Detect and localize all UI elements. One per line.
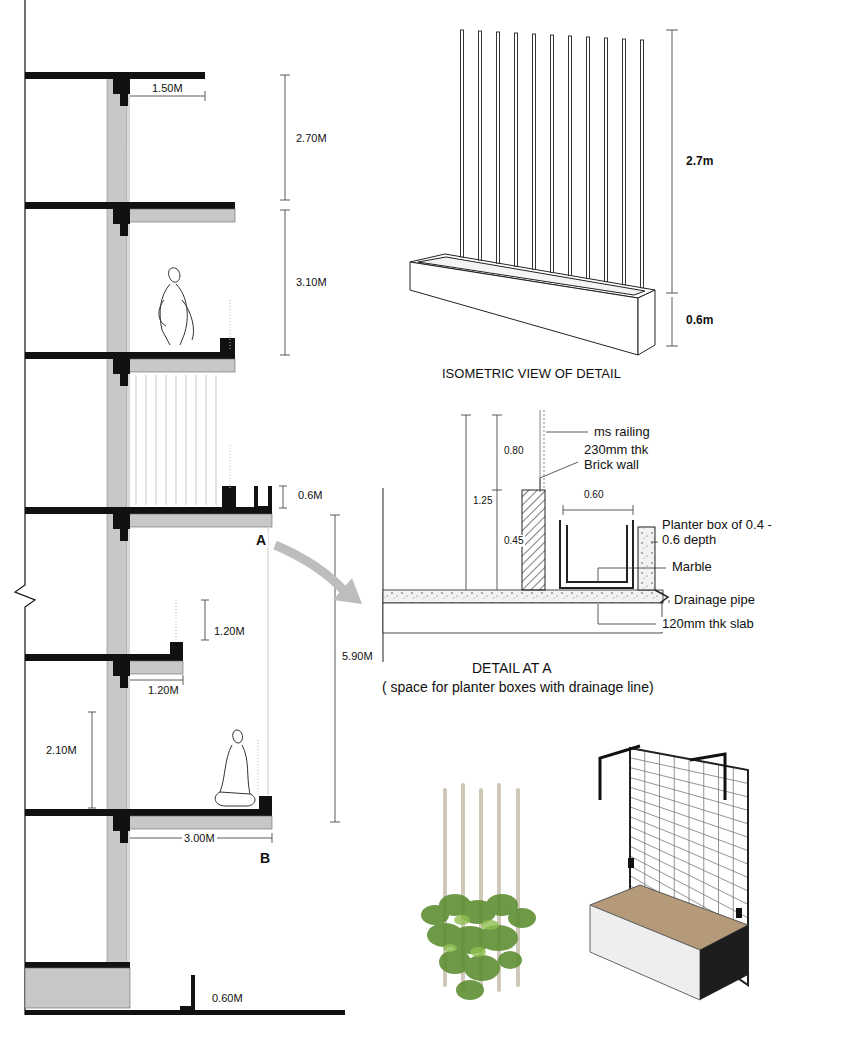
callout-label: 120mm thk slab	[660, 617, 756, 632]
trellis-line	[630, 787, 748, 824]
trellis-line	[630, 827, 748, 878]
dimension-text: 1.25	[471, 495, 494, 507]
dimension-text: 1.50M	[150, 82, 185, 95]
dimension-text: 5.90M	[340, 650, 375, 663]
railing-rod	[479, 31, 482, 260]
view-caption: DETAIL AT A	[470, 660, 554, 676]
railing-rod	[461, 30, 464, 257]
railing-rod	[641, 40, 644, 288]
railing-rod	[497, 32, 500, 263]
callout-label: Planter box of 0.4 - 0.6 depth	[660, 518, 774, 548]
callout-label: Marble	[670, 560, 714, 575]
view-caption: ISOMETRIC VIEW OF DETAIL	[440, 367, 623, 382]
view-caption: ( space for planter boxes with drainage …	[380, 679, 656, 695]
trellis-line	[630, 836, 748, 891]
railing-rod	[515, 33, 518, 266]
section-mark: A	[254, 532, 268, 548]
railing-rod	[551, 35, 554, 272]
dimension-text: 1.20M	[146, 684, 181, 697]
dimension-text: 0.80	[502, 445, 525, 457]
dimension-text: 2.10M	[44, 744, 79, 757]
trellis-line	[630, 817, 748, 864]
section-mark: B	[258, 850, 272, 866]
railing-rod	[605, 38, 608, 282]
trellis-line	[630, 807, 748, 851]
dimension-text: 0.6m	[684, 314, 715, 328]
dimension-text: 3.00M	[182, 832, 217, 845]
railing-rod	[623, 39, 626, 285]
trellis-line	[630, 758, 748, 784]
dimension-text: 0.60	[582, 489, 605, 501]
dimension-text: 0.60M	[210, 992, 245, 1005]
callout-label: ms railing	[592, 425, 652, 440]
dimension-text: 2.7m	[684, 155, 715, 169]
railing-rod	[569, 36, 572, 275]
callout-label: 230mm thk Brick wall	[582, 443, 678, 473]
trellis-line	[630, 797, 748, 837]
dimension-text: 0.6M	[296, 489, 324, 502]
dimension-text: 3.10M	[294, 276, 329, 289]
railing-rod	[587, 37, 590, 279]
callout-label: Drainage pipe	[672, 593, 757, 608]
railing-rod	[533, 34, 536, 269]
dimension-text: 2.70M	[294, 132, 329, 145]
dimension-text: 1.20M	[212, 625, 247, 638]
dimension-text: 0.45	[502, 535, 525, 547]
